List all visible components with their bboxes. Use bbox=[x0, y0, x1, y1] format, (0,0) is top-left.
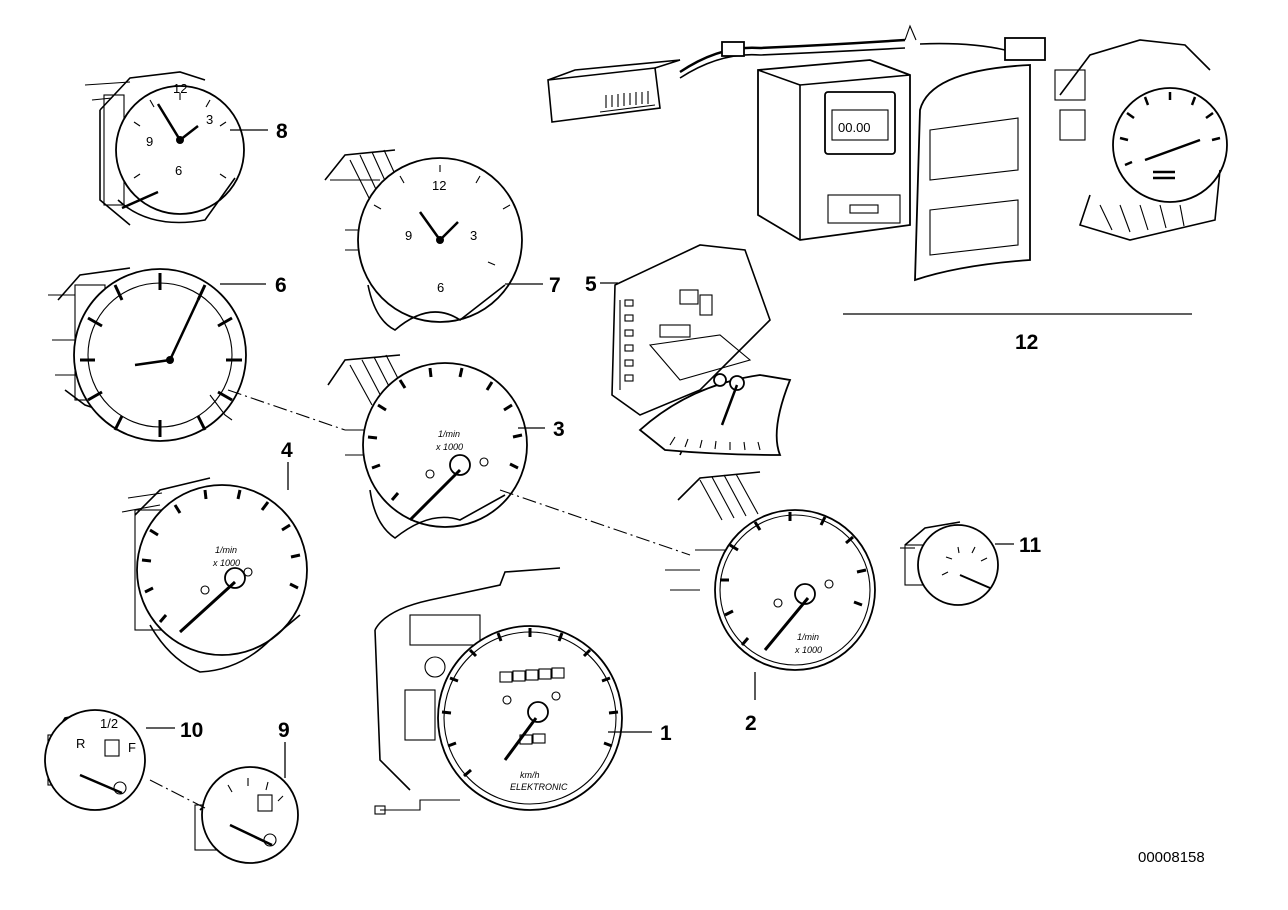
speedo-1-brand: ELEKTRONIC bbox=[510, 782, 568, 792]
callout-5: 5 bbox=[585, 273, 597, 296]
part-5-circuit-board[interactable] bbox=[600, 244, 792, 456]
part-3-tachometer[interactable]: 1/min x 1000 bbox=[327, 354, 545, 539]
clock-7-numeral-6: 6 bbox=[437, 280, 444, 295]
board-5-dial-ticks bbox=[669, 436, 761, 451]
fuel-9-ticks bbox=[227, 778, 284, 802]
callout-12: 12 bbox=[1015, 331, 1038, 354]
callout-9: 9 bbox=[278, 719, 290, 742]
tacho-3-factor: x 1000 bbox=[435, 442, 463, 452]
part-12-display-module-assembly[interactable]: 00.00 bbox=[547, 24, 1228, 315]
fuel-10-f: F bbox=[128, 740, 136, 755]
tacho-4-factor: x 1000 bbox=[212, 558, 240, 568]
part-10-fuel-gauge[interactable]: 1/2 R F bbox=[44, 709, 175, 811]
callout-3: 3 bbox=[553, 418, 565, 441]
speedo-1-ticks bbox=[441, 628, 619, 778]
callout-7: 7 bbox=[549, 274, 561, 297]
callout-6: 6 bbox=[275, 274, 287, 297]
part-9-fuel-gauge[interactable] bbox=[194, 742, 299, 864]
clock-7-numeral-9: 9 bbox=[405, 228, 412, 243]
part-11-small-gauge[interactable] bbox=[900, 521, 1014, 606]
tacho-2-unit: 1/min bbox=[797, 632, 819, 642]
clock-8-numeral-9: 9 bbox=[146, 134, 153, 149]
display-digits: 00.00 bbox=[838, 120, 871, 135]
clock-8-numeral-6: 6 bbox=[175, 163, 182, 178]
gauge-11-ticks bbox=[941, 546, 988, 576]
part-8-clock[interactable]: 12 3 6 9 bbox=[84, 71, 268, 226]
clock-7-numeral-3: 3 bbox=[470, 228, 477, 243]
callout-2: 2 bbox=[745, 712, 757, 735]
connector-pins bbox=[605, 91, 649, 108]
part-6-clock[interactable] bbox=[48, 267, 266, 442]
diagram-id: 00008158 bbox=[1138, 849, 1205, 866]
alignment-lines bbox=[149, 389, 691, 809]
clock-7-numeral-12: 12 bbox=[432, 178, 446, 193]
tacho-2-ticks bbox=[720, 512, 867, 646]
tacho-3-unit: 1/min bbox=[438, 429, 460, 439]
speedo-1-unit: km/h bbox=[520, 770, 540, 780]
part-1-speedometer[interactable]: km/h ELEKTRONIC bbox=[374, 567, 652, 815]
tacho-3-ticks bbox=[367, 367, 523, 501]
clock-8-numeral-12: 12 bbox=[173, 81, 187, 96]
callout-1: 1 bbox=[660, 722, 672, 745]
gauge-12-ticks bbox=[1119, 92, 1221, 167]
clock-8-numeral-3: 3 bbox=[206, 112, 213, 127]
part-4-tachometer[interactable]: 1/min x 1000 bbox=[121, 462, 308, 673]
part-7-clock[interactable]: 12 3 6 9 bbox=[324, 149, 543, 331]
part-2-tachometer[interactable]: 1/min x 1000 bbox=[665, 471, 876, 700]
callout-8: 8 bbox=[276, 120, 288, 143]
callout-11: 11 bbox=[1019, 534, 1042, 557]
tacho-4-unit: 1/min bbox=[215, 545, 237, 555]
fuel-10-r: R bbox=[76, 736, 85, 751]
callout-10: 10 bbox=[180, 719, 203, 742]
tacho-4-ticks bbox=[141, 489, 301, 623]
fuel-10-half: 1/2 bbox=[100, 716, 118, 731]
tacho-2-factor: x 1000 bbox=[794, 645, 822, 655]
callout-4: 4 bbox=[281, 439, 293, 462]
speedo-1-odometer bbox=[499, 667, 565, 745]
